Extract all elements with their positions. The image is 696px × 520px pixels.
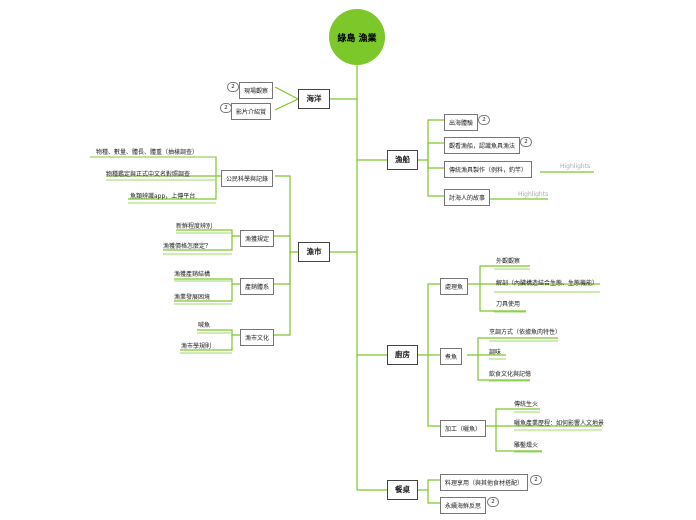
- table-item[interactable]: 永續海鮮反思: [440, 497, 487, 514]
- kitchen-dry-item[interactable]: 雕鑿燻火: [514, 442, 539, 449]
- kitchen-dry-topic[interactable]: 加工（曬魚）: [440, 420, 487, 437]
- branch-table[interactable]: 餐桌: [387, 480, 418, 500]
- branch-ocean-label: 海洋: [306, 94, 322, 103]
- market-science-item[interactable]: 魚類辨識app，上傳平台: [130, 193, 196, 200]
- kitchen-dry-item[interactable]: 傳統生火: [514, 401, 539, 408]
- market-rules-item[interactable]: 漁獲價格怎麼定？: [163, 243, 212, 250]
- fishing-item[interactable]: 觀看漁船，認識魚具漁法: [444, 137, 521, 154]
- kitchen-process-item[interactable]: 解剖（內臟構造結合生態、生態機能）: [496, 280, 599, 287]
- market-culture-topic[interactable]: 漁市文化: [240, 329, 275, 346]
- attachment-count-badge[interactable]: 2: [520, 137, 532, 147]
- market-culture-item[interactable]: 漁市學規則: [181, 343, 212, 350]
- branch-fishing[interactable]: 漁船: [387, 150, 418, 170]
- ocean-item[interactable]: 影片介紹賞: [231, 103, 272, 120]
- fishing-item[interactable]: 討海人的故事: [444, 189, 491, 206]
- market-system-item[interactable]: 漁業發展困境: [174, 294, 211, 301]
- attachment-count-badge[interactable]: 2: [227, 82, 239, 92]
- market-system-item[interactable]: 漁獲產銷結構: [174, 271, 211, 278]
- attachment-count-badge[interactable]: 2: [220, 103, 232, 113]
- highlights-label: Highlights: [560, 163, 591, 170]
- market-rules-topic[interactable]: 漁獲規定: [240, 230, 275, 247]
- fishing-item[interactable]: 出海體驗: [444, 114, 479, 131]
- fishing-item[interactable]: 傳統漁具製作（例料，釣竿）: [444, 161, 533, 178]
- branch-kitchen-label: 廚房: [395, 350, 410, 359]
- market-science-item[interactable]: 物種鑑定與正式中文名對照調查: [106, 171, 191, 178]
- highlights-label: Highlights: [518, 191, 549, 198]
- table-item[interactable]: 料理享用（與其他食材搭配）: [440, 474, 529, 491]
- market-rules-item[interactable]: 新鮮程度辨別: [176, 223, 213, 230]
- kitchen-dry-item[interactable]: 曬魚產業歷程：如何影響人文地景: [514, 420, 605, 427]
- market-culture-item[interactable]: 喊魚: [198, 322, 211, 329]
- market-system-topic[interactable]: 產銷體系: [240, 278, 275, 295]
- root-topic[interactable]: 綠島 漁業: [329, 9, 385, 65]
- branch-market-label: 漁市: [306, 247, 322, 256]
- market-science-topic[interactable]: 公民科學與記錄: [221, 170, 274, 187]
- branch-table-label: 餐桌: [395, 485, 410, 494]
- kitchen-process-topic[interactable]: 處理魚: [440, 278, 469, 295]
- kitchen-cook-item[interactable]: 烹調方式（依據魚肉特性）: [489, 329, 562, 336]
- kitchen-process-item[interactable]: 刀具使用: [496, 301, 521, 308]
- kitchen-process-item[interactable]: 外觀觀察: [496, 258, 521, 265]
- branch-market[interactable]: 漁市: [298, 242, 330, 262]
- attachment-count-badge[interactable]: 2: [478, 115, 490, 125]
- attachment-count-badge[interactable]: 2: [487, 497, 499, 507]
- kitchen-cook-item[interactable]: 飲食文化與記憶: [489, 371, 532, 378]
- branch-fishing-label: 漁船: [395, 155, 410, 164]
- market-science-item[interactable]: 物種、數量、體長、體重（抽樣調查）: [96, 149, 199, 156]
- kitchen-cook-item[interactable]: 調味: [489, 349, 502, 356]
- attachment-count-badge[interactable]: 2: [530, 475, 542, 485]
- ocean-item[interactable]: 現場觀察: [239, 82, 274, 99]
- branch-kitchen[interactable]: 廚房: [387, 345, 418, 365]
- branch-ocean[interactable]: 海洋: [298, 89, 330, 109]
- kitchen-cook-topic[interactable]: 煮魚: [440, 348, 463, 365]
- root-label: 綠島 漁業: [337, 33, 377, 44]
